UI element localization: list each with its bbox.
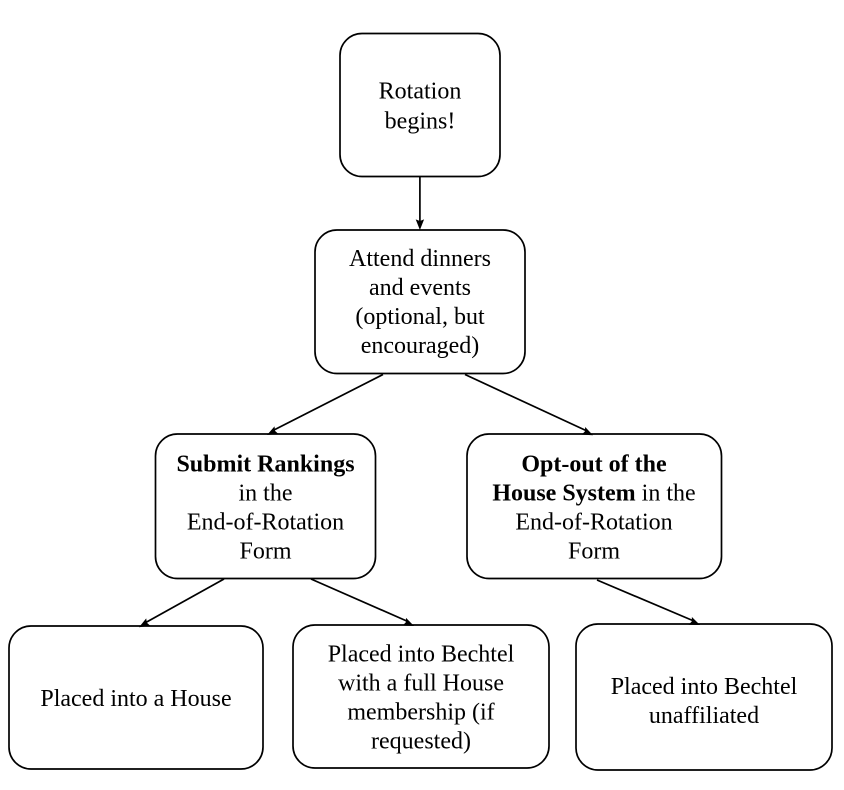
svg-text:Submit Rankings: Submit Rankings [176, 452, 354, 478]
svg-text:in the: in the [239, 481, 293, 507]
svg-text:Attend dinners: Attend dinners [349, 246, 491, 272]
svg-text:requested): requested) [371, 729, 471, 755]
svg-text:membership (if: membership (if [347, 700, 494, 726]
svg-text:End-of-Rotation: End-of-Rotation [515, 510, 672, 536]
svg-text:begins!: begins! [385, 109, 456, 135]
svg-text:Opt-out of the: Opt-out of the [521, 452, 667, 478]
svg-text:End-of-Rotation: End-of-Rotation [187, 510, 344, 536]
svg-text:with a full House: with a full House [338, 671, 504, 697]
svg-text:encouraged): encouraged) [361, 333, 480, 359]
svg-text:Placed into a House: Placed into a House [40, 686, 231, 712]
svg-text:Form: Form [239, 539, 291, 565]
svg-text:Rotation: Rotation [379, 79, 462, 105]
svg-text:Form: Form [568, 539, 620, 565]
svg-text:House System in the: House System in the [492, 481, 695, 507]
svg-text:Placed into Bechtel: Placed into Bechtel [328, 642, 515, 668]
svg-text:Placed into Bechtel: Placed into Bechtel [611, 674, 798, 700]
svg-text:unaffiliated: unaffiliated [649, 703, 759, 729]
svg-text:(optional, but: (optional, but [355, 304, 485, 330]
svg-text:and events: and events [369, 275, 471, 301]
